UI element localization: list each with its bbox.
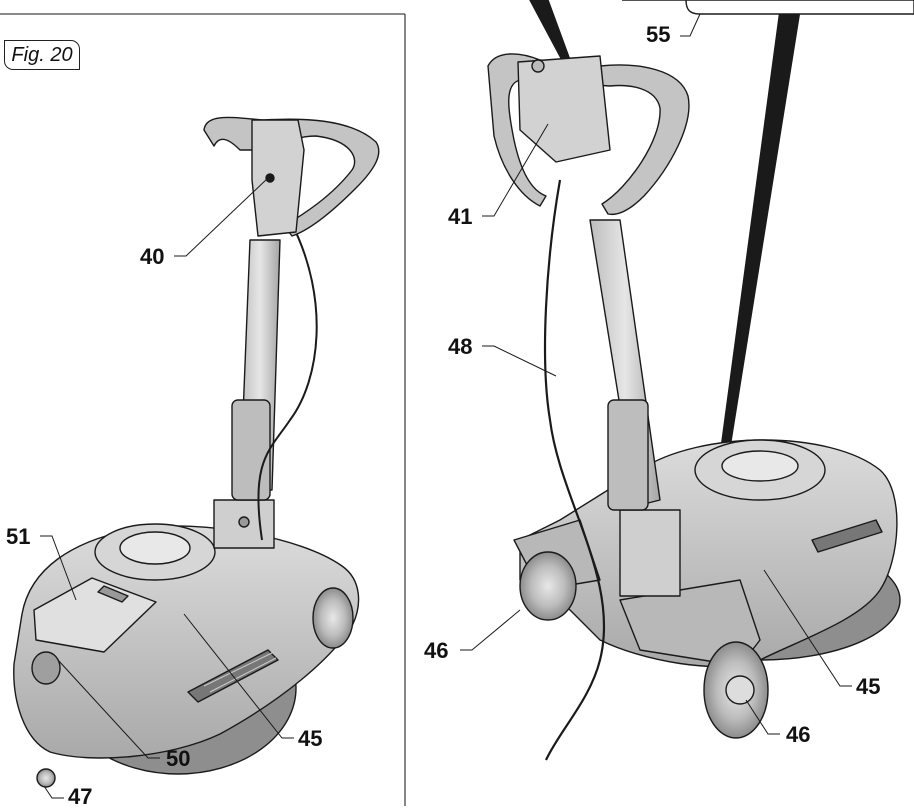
leader-50 (57, 659, 160, 759)
callout-41: 41 (448, 204, 473, 229)
callout-55: 55 (646, 22, 671, 47)
leader-51 (40, 535, 77, 601)
right-vent (811, 519, 883, 553)
callout-46-right: 46 (786, 722, 811, 747)
right-machine (487, 0, 914, 761)
left-cable (257, 223, 318, 541)
left-wheel (312, 587, 354, 649)
right-wheel-left (519, 551, 577, 621)
callout-48: 48 (448, 334, 473, 359)
leader-48 (482, 345, 557, 377)
callout-50: 50 (166, 746, 191, 771)
leader-46a (460, 609, 521, 651)
right-cable (543, 179, 606, 761)
left-knob (31, 651, 61, 685)
callout-45-left: 45 (298, 726, 323, 751)
callout-51: 51 (6, 524, 31, 549)
callout-45-right: 45 (856, 674, 881, 699)
leader-41 (482, 123, 549, 217)
leader-55 (680, 13, 701, 37)
left-machine (13, 116, 380, 788)
right-control-box (517, 55, 611, 163)
leader-40 (174, 177, 269, 257)
callout-40: 40 (140, 244, 165, 269)
callout-46-left: 46 (424, 638, 449, 663)
figure-caption: Fig. 20 (4, 40, 80, 70)
pointer-wedge-left (529, 0, 571, 61)
right-mast-block (619, 509, 681, 597)
callout-47: 47 (68, 784, 93, 809)
left-caster (36, 768, 56, 788)
leader-lines (40, 13, 852, 799)
leader-47 (43, 785, 64, 799)
right-handle (487, 53, 690, 216)
left-grip (251, 119, 305, 237)
leader-46b (745, 699, 780, 735)
leader-45b (763, 569, 852, 687)
leader-45a (183, 613, 294, 739)
label-box-55 (622, 0, 914, 15)
